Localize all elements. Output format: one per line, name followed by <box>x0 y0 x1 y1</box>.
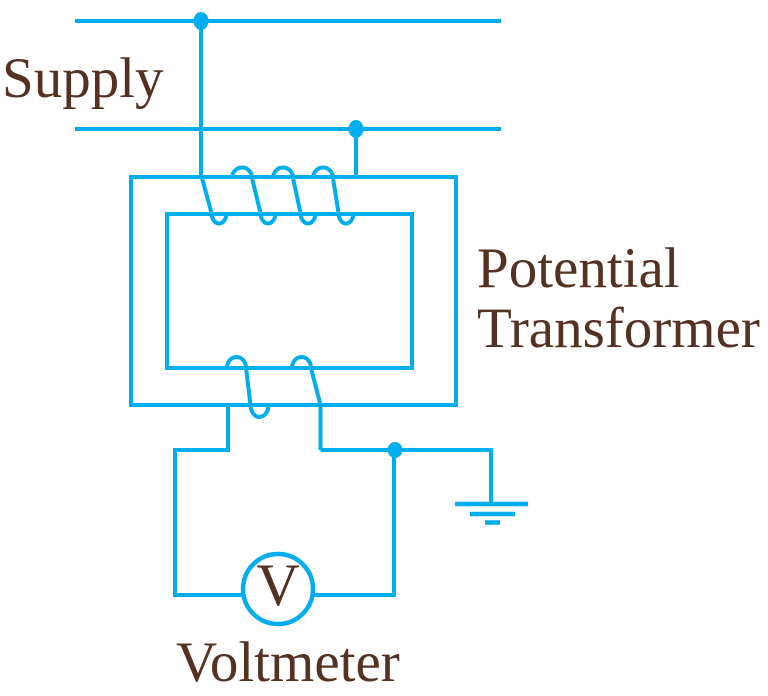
transformer-core-outer <box>129 175 458 407</box>
ground-lead <box>320 448 493 504</box>
primary-winding <box>200 165 356 226</box>
junction-dot-ground <box>387 442 403 458</box>
secondary-winding <box>225 355 323 419</box>
voltmeter-circle <box>240 551 316 627</box>
supply-bus <box>75 19 501 131</box>
potential-transformer-label-line2: Transformer <box>477 297 760 360</box>
voltmeter-loop-left <box>173 405 244 597</box>
voltmeter-symbol-label: V <box>256 552 299 618</box>
voltmeter-label: Voltmeter <box>176 631 400 694</box>
supply-label: Supply <box>2 47 164 110</box>
junction-dot-bottom-line <box>348 120 364 138</box>
junction-dot-top-line <box>193 12 209 30</box>
ground-symbol <box>455 501 528 525</box>
transformer-core-inner <box>165 212 414 370</box>
voltmeter-loop-right <box>312 450 396 597</box>
potential-transformer-label-line1: Potential <box>477 237 680 300</box>
